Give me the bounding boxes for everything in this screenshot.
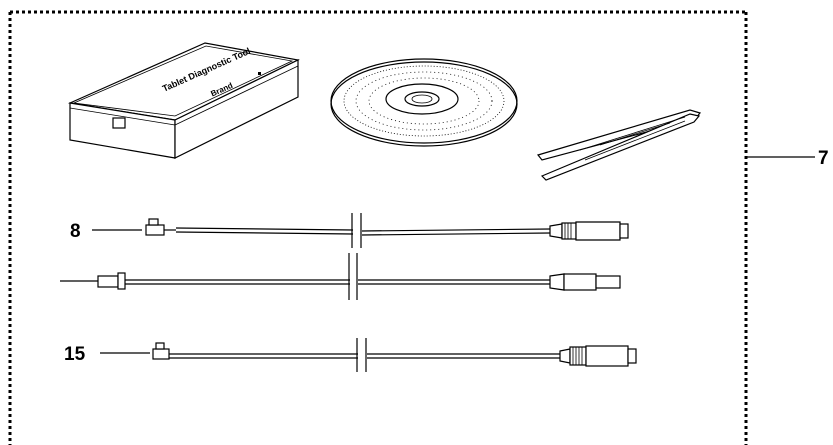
cd-disc-icon (330, 58, 518, 147)
callout-7: 7 (747, 148, 829, 169)
cable-b (60, 253, 621, 300)
cable-a: 8 (70, 213, 629, 248)
diagnostic-device: Tablet Diagnostic Tool Brand (67, 42, 300, 159)
callout-7-label: 7 (818, 148, 829, 169)
kit-boundary (8, 10, 748, 445)
cable-c: 15 (64, 338, 637, 372)
callout-15-label: 15 (64, 344, 86, 365)
callout-8-label: 8 (70, 221, 81, 242)
usb-port-icon (112, 117, 126, 129)
tweezers-icon (536, 109, 702, 181)
